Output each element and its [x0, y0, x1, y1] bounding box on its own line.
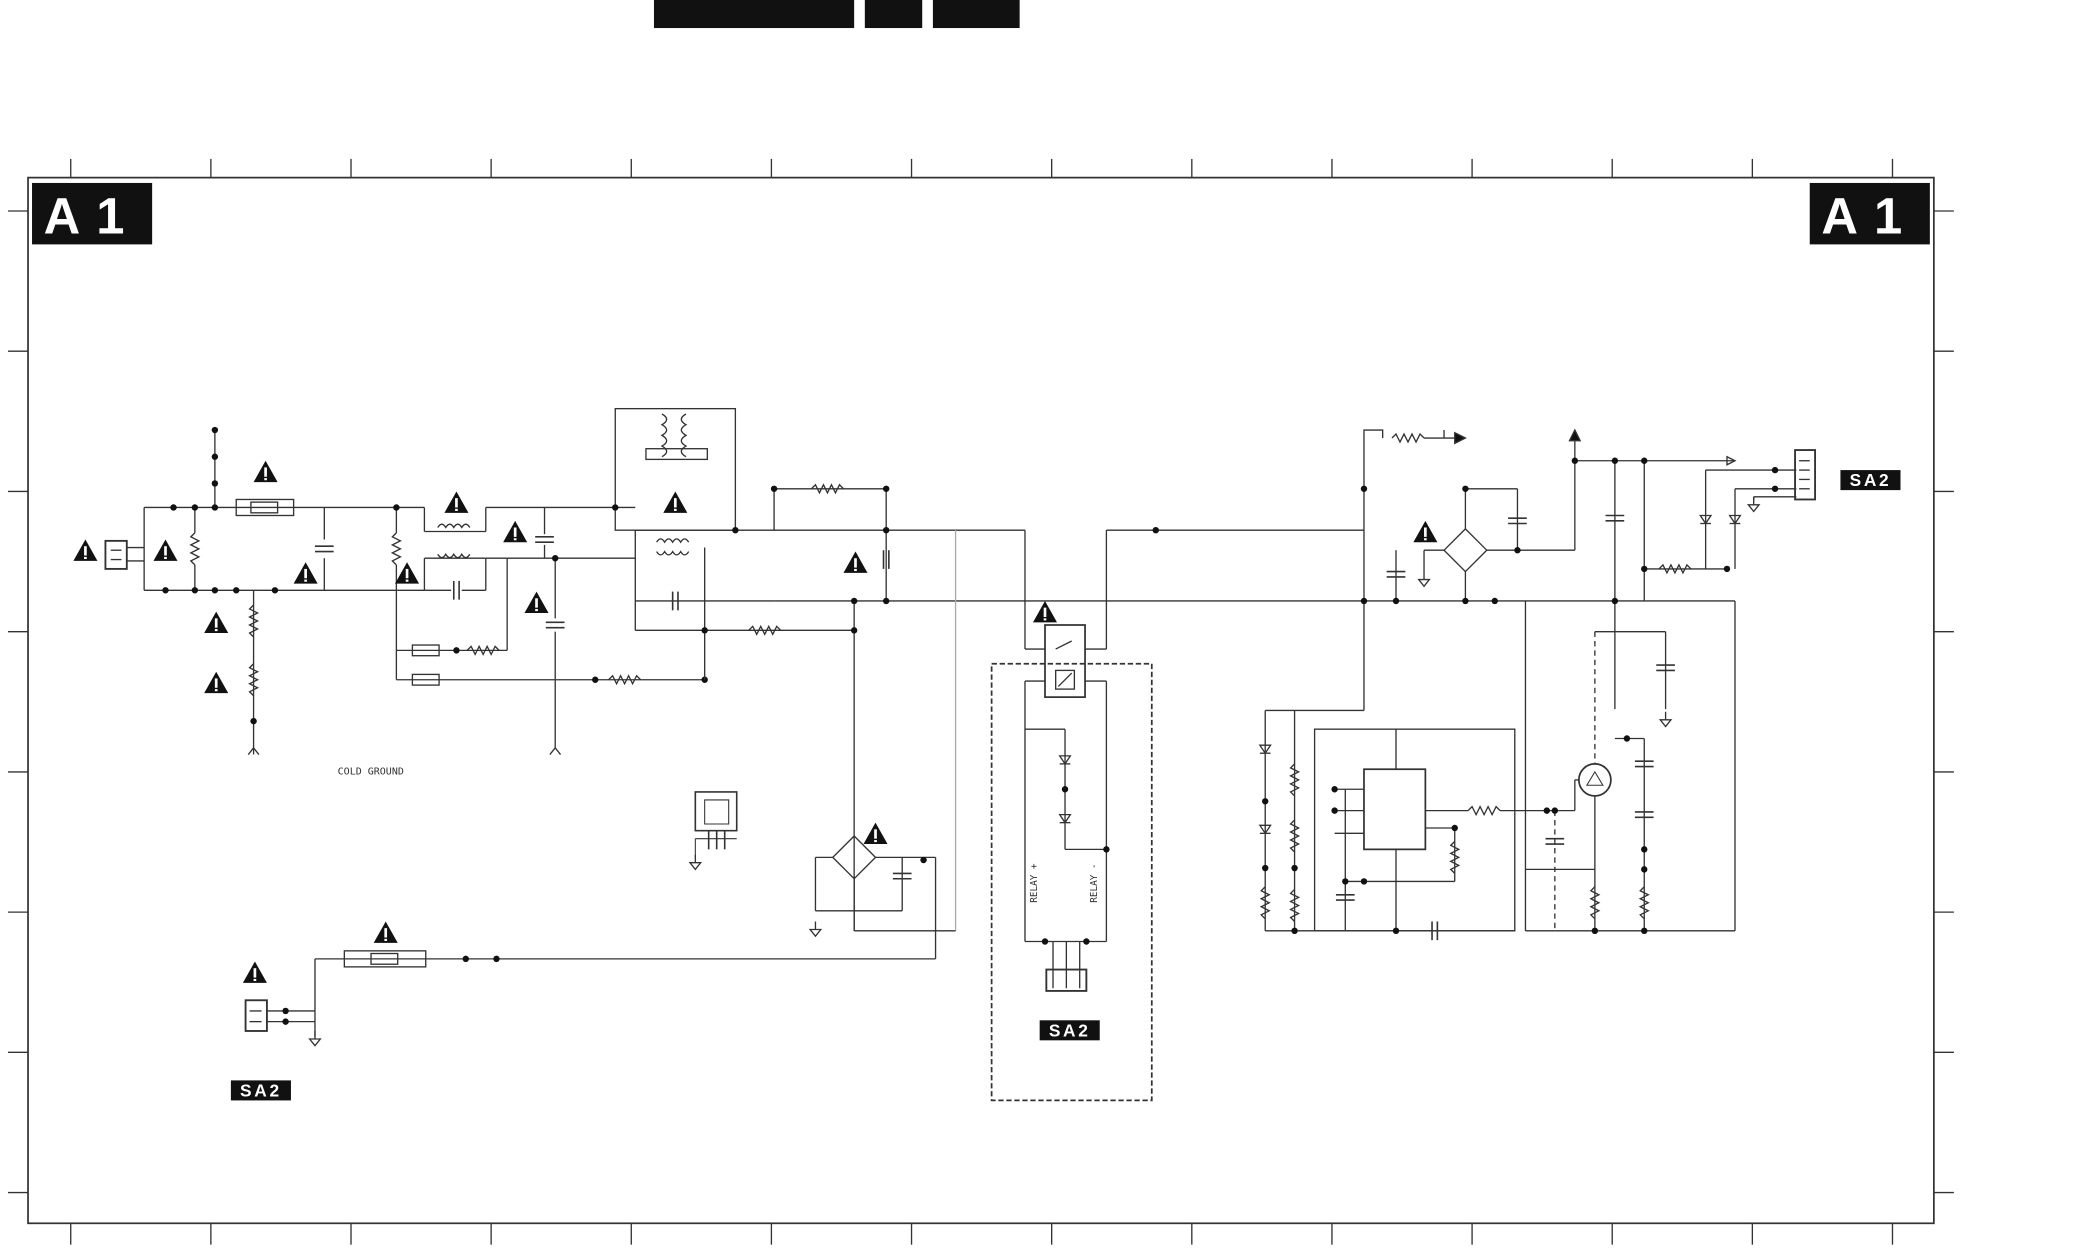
warning-icon [663, 491, 687, 512]
ref-tag-right: SA2 [1840, 470, 1900, 490]
warning-icon [254, 461, 278, 482]
relay-minus-label: RELAY - [1089, 863, 1100, 902]
ref-tag-bottom-left: SA2 [231, 1080, 291, 1100]
zone-tag-right-text: A1 [1821, 188, 1918, 245]
mains-connector-icon [105, 541, 126, 569]
warning-icon [843, 552, 867, 573]
warning-icon [294, 562, 318, 583]
junction-dots-mid [612, 486, 889, 634]
warning-icon [204, 672, 228, 693]
junction-dots-bridge [920, 857, 926, 863]
warning-icon [1033, 601, 1057, 622]
ref-tag-relay-text: SA2 [1049, 1020, 1091, 1040]
warning-icon [153, 540, 177, 561]
regulator-ic [1364, 769, 1425, 849]
zone-tag-left: A1 [32, 183, 152, 245]
header-bars [654, 0, 1020, 28]
warning-icon [374, 921, 398, 942]
warning-icon [444, 491, 468, 512]
standby-bridge [810, 836, 955, 959]
warning-icon [395, 562, 419, 583]
output-connector-icon [1795, 450, 1815, 499]
warning-icons [73, 461, 1437, 983]
junction-dots-relay [1042, 527, 1159, 945]
warning-icon [204, 612, 228, 633]
cold-ground-label: COLD GROUND [338, 767, 404, 778]
transistor-icon [1579, 764, 1611, 796]
warning-icon [863, 823, 887, 844]
warning-icon [243, 962, 267, 983]
ref-tag-bottom-left-text: SA2 [240, 1080, 282, 1100]
standby-connector-icon [246, 1000, 267, 1031]
secondary-section [1260, 430, 1815, 940]
warning-icon [73, 540, 97, 561]
transformer-section [615, 409, 1735, 931]
ref-tag-relay: SA2 [1040, 1020, 1100, 1040]
relay-plus-label: RELAY + [1029, 863, 1040, 903]
zone-tag-left-text: A1 [44, 188, 141, 245]
zone-tag-right: A1 [1810, 183, 1930, 245]
ref-tag-right-text: SA2 [1850, 470, 1892, 490]
standby-input-section [246, 951, 936, 1046]
warning-icon [525, 592, 549, 613]
warning-icon [503, 521, 527, 542]
junction-dots-right [1262, 458, 1778, 934]
sheet-frame [8, 159, 1954, 1245]
warning-icon [1413, 521, 1437, 542]
heatsink-component [690, 792, 737, 869]
